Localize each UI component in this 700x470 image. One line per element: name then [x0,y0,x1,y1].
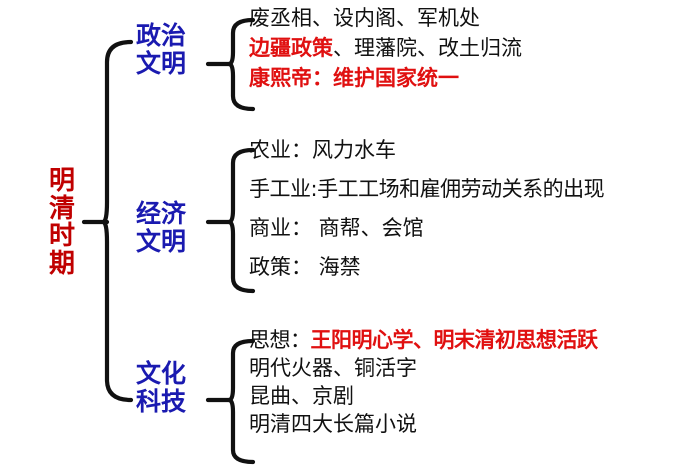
text-segment: 商业： 商帮、会馆 [249,216,424,240]
text-segment: 明代火器、铜活字 [249,356,417,380]
branch-label-culture-line-1: 文化 [136,359,187,388]
detail-line-culture-1: 明代火器、铜活字 [249,358,695,379]
text-segment: 废丞相、设内阁、军机处 [249,6,480,30]
detail-line-politics-2: 康熙帝：维护国家统一 [249,68,695,89]
text-segment: 王阳明心学、明末清初思想活跃 [310,328,599,352]
branch-label-politics-line-1: 政治 [136,21,187,50]
detail-line-economy-2: 商业： 商帮、会馆 [249,218,695,239]
detail-line-culture-3: 明清四大长篇小说 [249,414,695,435]
detail-line-politics-1: 边疆政策、理藩院、改土归流 [249,38,695,59]
text-segment: 政策： 海禁 [249,255,361,279]
branch-label-politics: 政治 文明 [136,22,228,78]
main-bracket [100,39,134,403]
root-char-0: 明 [48,166,75,196]
text-segment: 、理藩院、改土归流 [333,36,522,60]
branch-label-economy: 经济 文明 [136,200,228,256]
detail-line-economy-0: 农业：风力水车 [249,140,695,161]
text-segment: 康熙帝：维护国家统一 [249,66,459,90]
detail-line-economy-1: 手工业:手工工场和雇佣劳动关系的出现 [249,179,695,200]
branch-label-economy-line-2: 文明 [136,227,187,256]
detail-line-politics-0: 废丞相、设内阁、军机处 [249,8,695,29]
detail-line-economy-3: 政策： 海禁 [249,257,695,278]
text-segment: 思想： [249,328,311,352]
root-label: 明 清 时 期 [42,166,82,279]
branch-label-politics-line-2: 文明 [136,49,187,78]
branch-label-economy-line-1: 经济 [136,199,187,228]
text-segment: 明清四大长篇小说 [249,412,417,436]
detail-block-culture: 思想：王阳明心学、明末清初思想活跃 明代火器、铜活字 昆曲、京剧 明清四大长篇小… [249,330,695,442]
text-segment: 手工业:手工工场和雇佣劳动关系的出现 [249,177,605,201]
branch-label-culture: 文化 科技 [136,360,228,416]
root-char-2: 时 [48,221,75,252]
detail-line-culture-2: 昆曲、京剧 [249,386,695,407]
root-char-3: 期 [48,248,75,279]
text-segment: 边疆政策 [249,36,333,60]
text-segment: 农业：风力水车 [249,138,396,162]
detail-block-economy: 农业：风力水车 手工业:手工工场和雇佣劳动关系的出现 商业： 商帮、会馆 政策：… [249,140,695,296]
root-char-1: 清 [48,193,75,224]
detail-line-culture-0: 思想：王阳明心学、明末清初思想活跃 [249,330,695,351]
detail-block-politics: 废丞相、设内阁、军机处 边疆政策、理藩院、改土归流 康熙帝：维护国家统一 [249,8,695,98]
branch-label-culture-line-2: 科技 [136,387,187,416]
text-segment: 昆曲、京剧 [249,384,354,408]
